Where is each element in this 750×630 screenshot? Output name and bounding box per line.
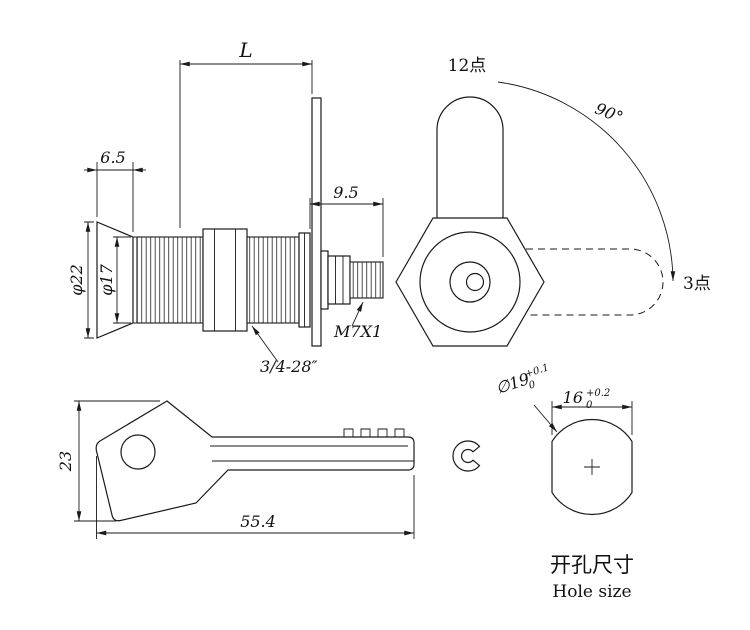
cam-12-oclock	[436, 96, 504, 218]
head-neck-lines	[133, 236, 137, 324]
position-12-label: 12点	[448, 56, 487, 76]
dim-6-5-extension-lines	[96, 162, 134, 232]
thread-section-left	[136, 236, 204, 324]
hole-size-caption-chinese: 开孔尺寸	[550, 553, 634, 577]
dim-16-tol-upper: +0.2	[586, 388, 610, 399]
tip-nut-facets	[335, 256, 344, 304]
front-view: 12点 90° 3点	[395, 56, 711, 347]
dim-55-4-label: 55.4	[240, 512, 276, 531]
dim-phi17-label: φ17	[97, 263, 116, 295]
cam-plate	[311, 97, 322, 347]
dim-16-tol-lower: 0	[586, 400, 593, 411]
mounting-nut-facets	[214, 229, 236, 331]
cam-3-oclock-dashed	[526, 248, 664, 316]
retaining-clip-view	[452, 440, 481, 472]
rotation-arc	[497, 81, 676, 282]
dim-phi19-tol-lower: 0	[528, 379, 538, 392]
key-bitting-teeth	[343, 428, 405, 437]
dim-phi19-tol-upper: +0.1	[524, 362, 551, 380]
dim-9-5-label: 9.5	[333, 183, 358, 202]
tip-nut	[327, 255, 351, 305]
hole-center-mark	[584, 459, 600, 475]
tip-thread	[349, 261, 384, 299]
tip-thread-label: M7X1	[333, 322, 382, 341]
hole-size-view: 16 +0.2 0 ∅19 +0.1 0 开孔尺寸 Hole size	[493, 362, 634, 602]
mounting-nut	[202, 228, 248, 332]
key-ring-hole	[120, 434, 156, 470]
key-view: 23 55.4	[56, 400, 415, 539]
hole-diameter-callout: ∅19 +0.1 0	[493, 362, 551, 397]
dim-16-label: 16	[563, 388, 583, 407]
key-blade-grooves	[210, 445, 414, 462]
dim-6-5-label: 6.5	[100, 148, 125, 167]
dim-23-extension-lines	[74, 400, 160, 522]
body-thread-label: 3/4-28″	[260, 357, 318, 376]
dim-phi22-label: φ22	[67, 264, 86, 296]
side-view: L 6.5 9.5 φ22 φ17 3/4-28″ M7X1	[67, 38, 384, 376]
thread-section-right	[246, 236, 300, 324]
dim-55-4-extension-lines	[96, 456, 415, 539]
position-3-label: 3点	[683, 274, 711, 294]
dim-phi19-leader	[533, 404, 558, 433]
hole-size-caption-english: Hole size	[552, 582, 631, 602]
body-thread-leader	[251, 325, 279, 363]
tip-thread-leader	[351, 301, 364, 327]
rotation-angle-label: 90°	[592, 99, 625, 127]
dim-23-label: 23	[56, 451, 75, 472]
cam-bushing	[320, 250, 329, 310]
keyway	[465, 272, 485, 292]
dim-L-extension-lines	[179, 60, 313, 228]
dim-L-label: L	[238, 38, 252, 62]
retaining-clip	[452, 440, 481, 472]
